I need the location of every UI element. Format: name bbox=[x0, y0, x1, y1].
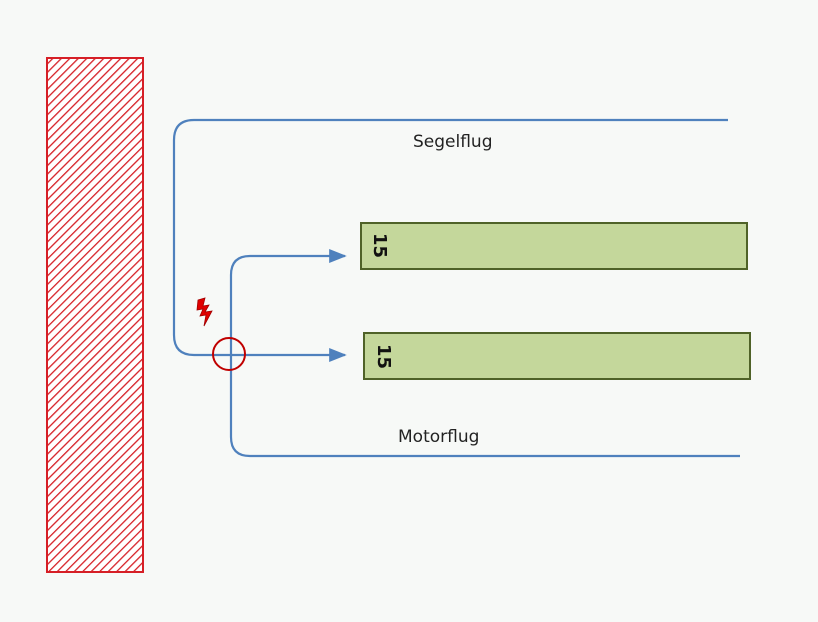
runway-number-upper: 15 bbox=[369, 232, 391, 259]
motor-label: Motorflug bbox=[398, 427, 480, 447]
restricted-zone bbox=[46, 57, 144, 573]
glider-path bbox=[172, 118, 728, 363]
runway-number-lower: 15 bbox=[373, 343, 395, 370]
glider-label: Segelflug bbox=[413, 132, 493, 152]
lightning-icon bbox=[196, 297, 213, 327]
runway-lower bbox=[363, 332, 751, 380]
conflict-circle-icon bbox=[212, 337, 246, 371]
motor-path bbox=[229, 248, 740, 458]
runway-upper bbox=[360, 222, 748, 270]
